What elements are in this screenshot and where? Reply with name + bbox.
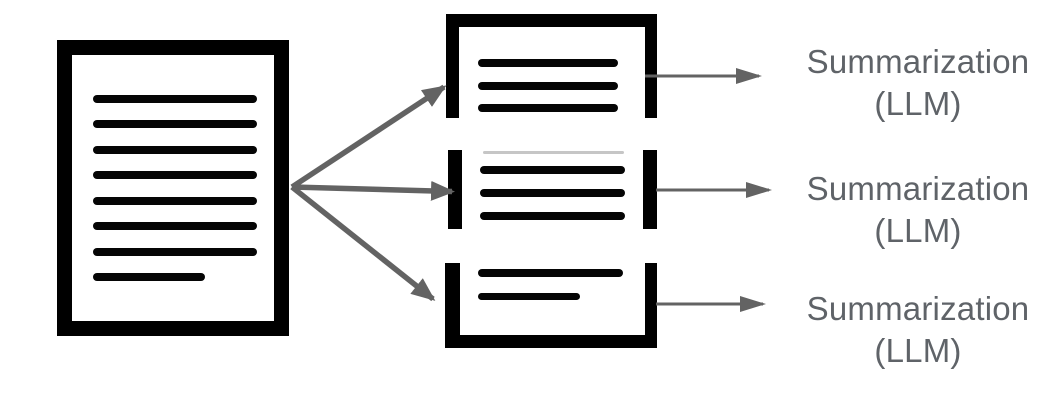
summarization-label-line2: (LLM) [874,332,962,369]
document-chunk-bottom-icon [445,263,657,348]
text-line [478,104,618,112]
text-line [480,166,625,174]
summarization-label-line2: (LLM) [874,212,962,249]
text-line [93,273,205,282]
summarization-label-line2: (LLM) [874,85,962,122]
text-line [478,293,580,300]
document-chunk-middle-icon [448,150,657,229]
source-document-icon [57,40,289,336]
arrow-doc-to-chunk-2 [291,180,455,201]
text-line [93,94,257,103]
text-line [93,247,257,256]
summarization-label-line1: Summarization [806,43,1030,80]
text-line [93,196,257,205]
arrow-doc-to-chunk-1 [290,84,447,190]
summarization-label-3: Summarization (LLM) [790,288,1046,372]
text-line [93,120,257,129]
text-line [478,269,623,277]
text-line [93,222,257,231]
summarization-label-line1: Summarization [806,290,1030,327]
summarization-label-2: Summarization (LLM) [790,168,1046,252]
summarization-label-1: Summarization (LLM) [790,41,1046,125]
text-line [93,145,257,154]
document-text-lines [93,94,274,282]
text-line [478,59,618,67]
summarization-label-line1: Summarization [806,170,1030,207]
partial-text-line [483,151,624,154]
text-line [93,171,257,180]
arrow-doc-to-chunk-3 [290,184,436,302]
text-line [480,189,625,197]
text-line [480,212,625,220]
text-line [478,82,618,90]
document-chunk-top-icon [446,14,657,118]
